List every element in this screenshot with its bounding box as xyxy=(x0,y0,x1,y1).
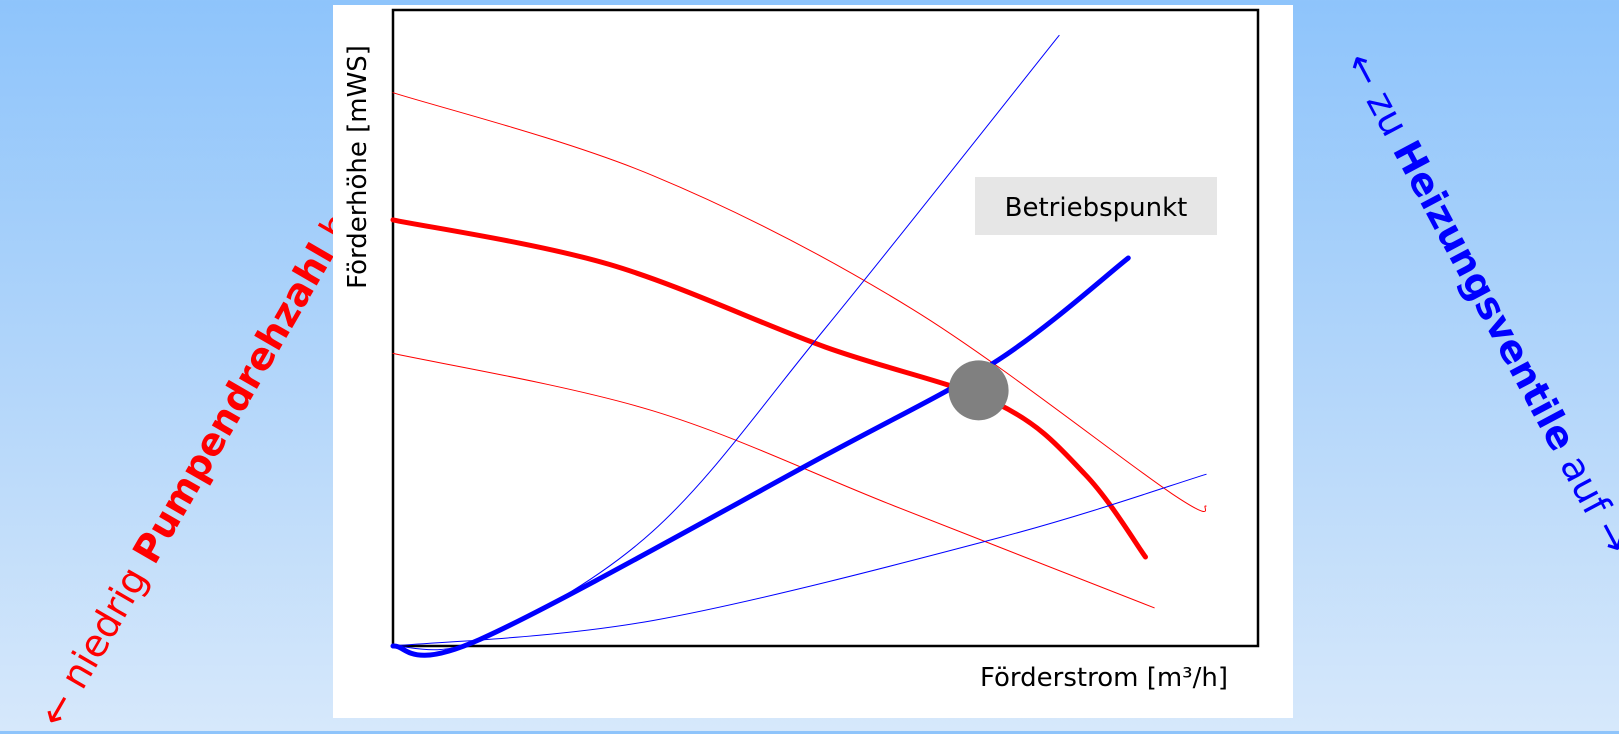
curve-group xyxy=(390,34,1207,658)
heating-valves-title: Heizungsventile xyxy=(1384,133,1585,458)
pump-characteristic-diagram: Betriebspunkt Förderhöhe [mWS] Förderstr… xyxy=(343,8,1260,693)
heating-valves-close-text: ← zu xyxy=(1337,45,1418,144)
pump-curve-low xyxy=(392,352,1155,609)
system-curve-open xyxy=(392,473,1207,647)
pump-curve-nominal xyxy=(390,217,1148,560)
operating-point-marker xyxy=(948,360,1009,421)
system-curve-closed xyxy=(392,34,1060,651)
plot-frame xyxy=(391,8,1260,648)
x-axis-label: Förderstrom [m³/h] xyxy=(980,663,1228,693)
operating-point-label-box xyxy=(975,177,1217,235)
pump-curve-high xyxy=(392,92,1207,512)
diagram-panel: Betriebspunkt Förderhöhe [mWS] Förderstr… xyxy=(333,5,1293,718)
heating-valves-open-text: auf → xyxy=(1551,447,1619,562)
pump-speed-low-text: ← niedrig xyxy=(30,559,157,734)
y-axis-label: Förderhöhe [mWS] xyxy=(343,45,373,289)
heating-valves-label: ← zu Heizungsventile auf → xyxy=(1337,45,1619,561)
operating-point-label: Betriebspunkt xyxy=(1005,193,1188,223)
system-curve-nominal xyxy=(390,255,1131,658)
pump-speed-title: Pumpendrehzahl xyxy=(124,236,343,571)
